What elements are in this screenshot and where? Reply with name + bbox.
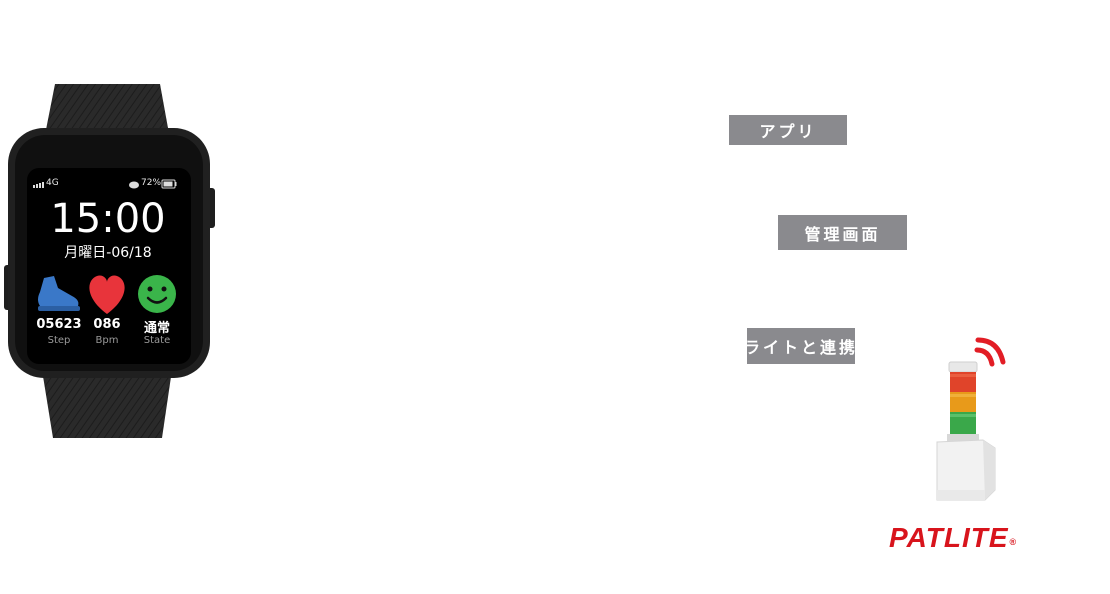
smartwatch-image: 4G 72% 15:00 月曜日-06/18 05623 Step 086 Bp… (0, 0, 230, 590)
state-value: 通常 (143, 321, 170, 336)
wireless-icon (975, 337, 1006, 365)
step-label: Step (47, 335, 71, 346)
watch-graphic (4, 84, 215, 438)
watch-time: 15:00 (50, 196, 166, 242)
signal-tower-image (925, 330, 1025, 505)
app-tag: アプリ (729, 115, 847, 145)
patlite-logo-text: PATLITE (889, 522, 1009, 553)
admin-screen-tag: 管理画面 (778, 215, 907, 250)
bpm-label: Bpm (95, 335, 119, 346)
signal-status: 4G (46, 178, 59, 188)
heart-icon (89, 275, 125, 314)
battery-status: 72% (141, 178, 162, 188)
light-link-tag: ライトと連携 (747, 328, 855, 364)
bpm-value: 086 (93, 317, 121, 332)
light-link-label: ライトと連携 (747, 338, 855, 357)
signal-tower-graphic (936, 337, 1006, 501)
state-label: State (143, 335, 171, 346)
shoe-icon (38, 276, 80, 311)
registered-mark: ® (1009, 537, 1018, 547)
watch-strap-bottom (42, 370, 172, 438)
patlite-logo: PATLITE® (889, 522, 1059, 554)
smile-icon (138, 275, 176, 313)
watch-date: 月曜日-06/18 (64, 245, 152, 261)
step-value: 05623 (36, 317, 82, 332)
